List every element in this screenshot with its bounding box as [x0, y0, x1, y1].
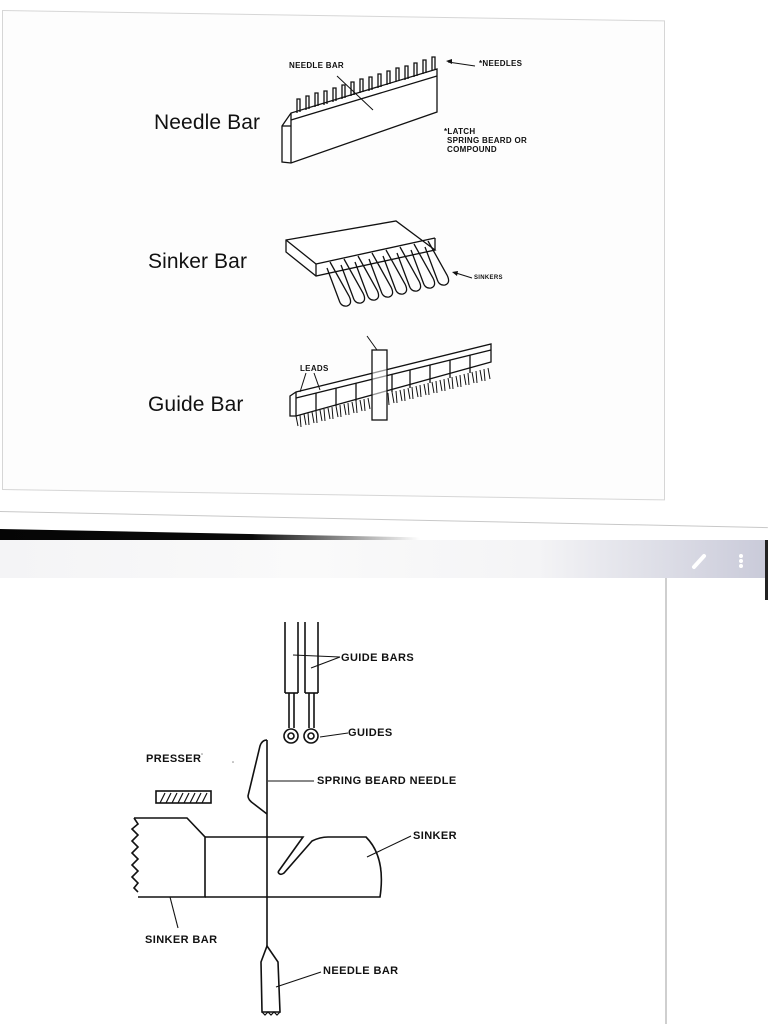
latch-callout: *LATCH	[444, 127, 476, 136]
needle-bar-callout: NEEDLE BAR	[289, 61, 345, 70]
spring-beard-callout: SPRING BEARD OR	[447, 136, 528, 145]
more-vertical-icon	[739, 554, 743, 568]
document-page-bottom	[0, 578, 667, 1024]
compound-callout: COMPOUND	[447, 145, 497, 154]
guide-bar-title: Guide Bar	[148, 393, 244, 416]
needle-bar-label: NEEDLE BAR	[323, 965, 399, 977]
needle-bar-title: Needle Bar	[154, 111, 261, 134]
sinker-bar-illustration	[285, 220, 473, 307]
sinker-bar-label: SINKER BAR	[145, 934, 218, 946]
needles-callout: *NEEDLES	[479, 59, 523, 68]
guides-label: GUIDES	[348, 727, 393, 739]
needle-bar-illustration	[281, 56, 476, 164]
leads-callout: LEADS	[300, 364, 329, 373]
viewer-toolbar	[0, 540, 768, 578]
spring-beard-needle-label: SPRING BEARD NEEDLE	[317, 775, 457, 787]
toolbar-edge	[765, 540, 768, 600]
more-options-button[interactable]	[730, 550, 752, 572]
edit-button[interactable]	[688, 550, 710, 572]
sinker-label: SINKER	[413, 830, 457, 842]
sinkers-callout: SINKERS	[474, 275, 503, 281]
guide-bars-label: GUIDE BARS	[341, 652, 415, 664]
pencil-icon	[692, 554, 706, 569]
guide-bar-illustration	[289, 335, 492, 428]
presser-label: PRESSER	[146, 753, 202, 765]
sinker-bar-title: Sinker Bar	[148, 250, 248, 273]
